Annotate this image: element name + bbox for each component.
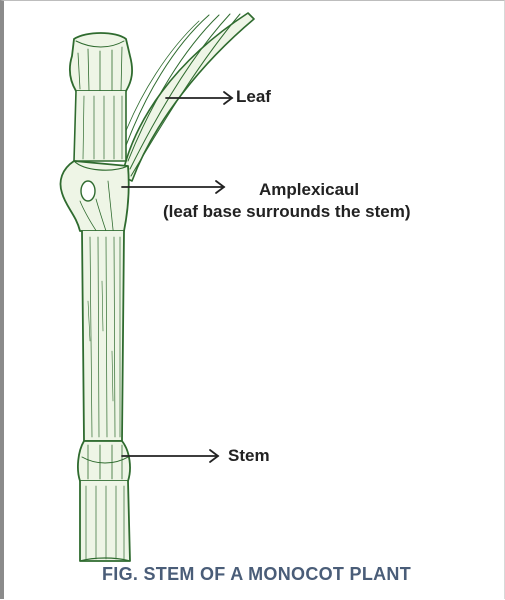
figure-caption: FIG. STEM OF A MONOCOT PLANT — [4, 564, 505, 585]
upper-internode — [74, 91, 126, 161]
leaf-label: Leaf — [236, 87, 271, 107]
lower-internode — [82, 231, 124, 441]
amplexicaul-label: Amplexicaul — [259, 180, 359, 200]
base-segment — [80, 481, 130, 561]
stem-label: Stem — [228, 446, 270, 466]
amplexicaul-note: (leaf base surrounds the stem) — [163, 202, 411, 222]
